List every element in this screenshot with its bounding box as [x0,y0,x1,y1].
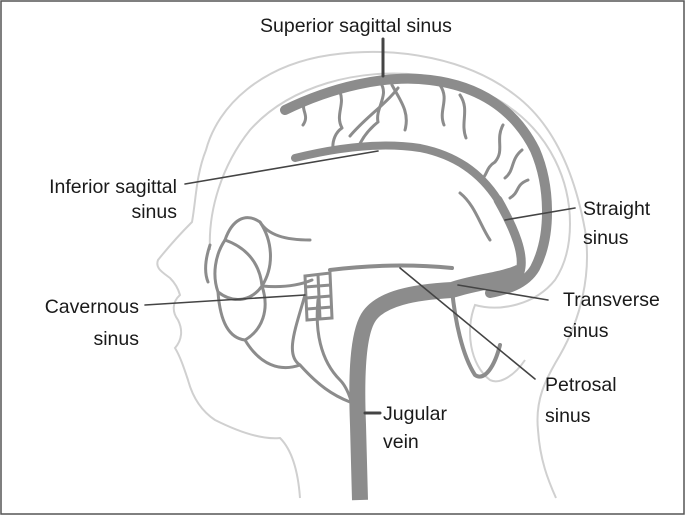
label-jugular-line2: vein [383,431,419,453]
label-cavernous-line2: sinus [93,328,139,350]
label-jugular-line1: Jugular [383,403,447,425]
label-cavernous-line1: Cavernous [45,296,140,318]
label-petrosal-line1: Petrosal [545,374,617,396]
label-superior-sagittal: Superior sagittal sinus [260,15,452,37]
label-inferior-sagittal-line1: Inferior sagittal [49,176,177,198]
label-transverse-line2: sinus [563,320,609,342]
label-straight-line2: sinus [583,227,629,249]
label-transverse-line1: Transverse [563,289,660,311]
label-petrosal-line2: sinus [545,405,591,427]
label-inferior-sagittal-line2: sinus [131,201,177,223]
label-straight-line1: Straight [583,198,651,220]
